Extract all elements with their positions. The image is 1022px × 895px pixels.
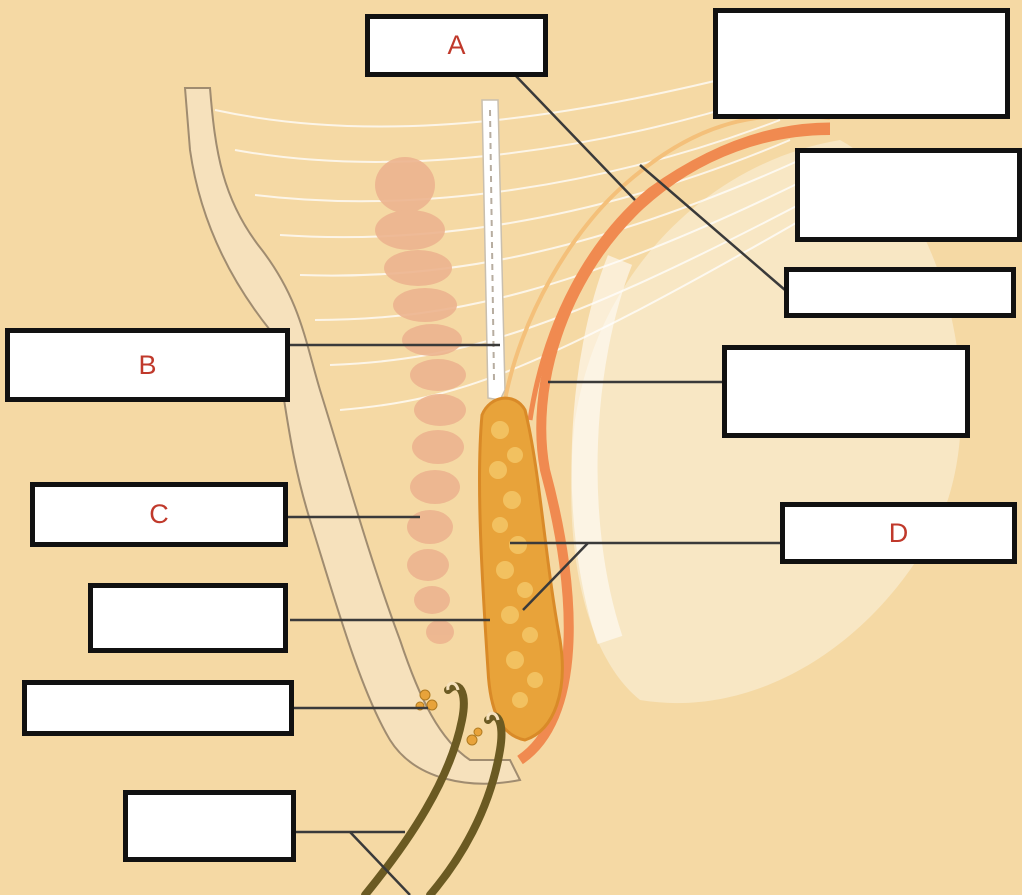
label-right-middle xyxy=(722,345,970,438)
lash-root-1 xyxy=(446,681,460,691)
levator-tendon xyxy=(481,99,506,401)
eyelash-1 xyxy=(361,682,468,895)
label-left-lower xyxy=(88,583,288,653)
septum-line xyxy=(527,122,831,421)
label-a: A xyxy=(365,14,548,77)
tarsal-glands xyxy=(489,421,543,708)
tarsal-plate xyxy=(478,396,564,742)
leader-lines xyxy=(287,74,786,895)
cornea-highlight xyxy=(571,255,633,645)
label-d: D xyxy=(780,502,1017,564)
label-left-lashes xyxy=(123,790,296,862)
label-top-right-3 xyxy=(784,267,1016,318)
tendon-dashes xyxy=(489,109,495,381)
conjunctiva-line xyxy=(517,125,831,765)
label-b: B xyxy=(5,328,290,402)
label-top-right-1 xyxy=(713,8,1010,119)
orbicularis-muscle xyxy=(375,157,466,644)
lash-glands xyxy=(415,689,483,746)
lash-root-2 xyxy=(486,711,500,721)
label-c: C xyxy=(30,482,288,547)
label-top-right-2 xyxy=(795,148,1022,242)
label-left-glands xyxy=(22,680,294,736)
